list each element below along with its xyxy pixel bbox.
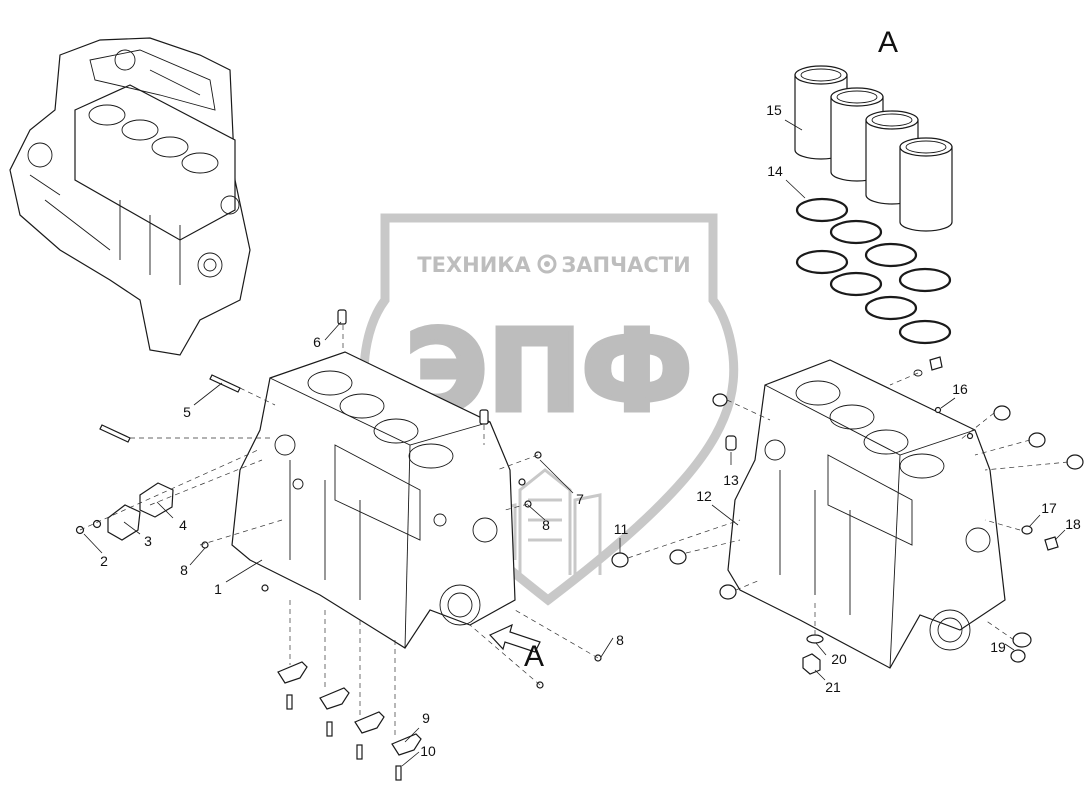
callout-8a: 8 — [542, 517, 550, 533]
cylinder-block-right — [727, 359, 1006, 669]
callout-19: 19 — [990, 639, 1006, 655]
cylinder-liners — [794, 65, 953, 232]
callout-10: 10 — [420, 743, 436, 759]
callout-7: 7 — [576, 491, 584, 507]
callout-17: 17 — [1041, 500, 1057, 516]
callout-8c: 8 — [616, 632, 624, 648]
view-label-a-top: A — [878, 26, 898, 59]
callout-20: 20 — [831, 651, 847, 667]
callout-3: 3 — [144, 533, 152, 549]
callout-11: 11 — [614, 521, 629, 537]
liner-4 — [899, 137, 953, 232]
callout-4: 4 — [179, 517, 187, 533]
view-label-a-arrow: A — [524, 640, 544, 673]
gear-icon — [537, 254, 557, 274]
callout-6: 6 — [313, 334, 321, 350]
small-parts-right — [669, 356, 1084, 675]
small-parts-left — [75, 309, 629, 781]
callout-5: 5 — [183, 404, 191, 420]
callout-8b: 8 — [180, 562, 188, 578]
watermark-text-left: ТЕХНИКА — [417, 253, 531, 277]
leader-lines — [83, 119, 1066, 767]
callout-1: 1 — [214, 581, 222, 597]
callout-13: 13 — [723, 472, 739, 488]
view-arrow-a — [488, 623, 541, 653]
watermark-text-right: ЗАПЧАСТИ — [561, 253, 690, 277]
callout-12: 12 — [696, 488, 712, 504]
callout-9: 9 — [422, 710, 430, 726]
callout-15: 15 — [766, 102, 782, 118]
callout-18: 18 — [1065, 516, 1081, 532]
o-rings — [795, 197, 952, 345]
callout-21: 21 — [825, 679, 841, 695]
callout-2: 2 — [100, 553, 108, 569]
callout-16: 16 — [952, 381, 968, 397]
callout-14: 14 — [767, 163, 783, 179]
assembly-lines — [79, 325, 1069, 738]
callout-labels: A A 1 2 3 4 5 6 7 8 8 8 9 10 11 12 13 14… — [100, 26, 1081, 759]
cylinder-block-left — [231, 351, 516, 649]
engine-assembly-illustration — [9, 37, 251, 356]
